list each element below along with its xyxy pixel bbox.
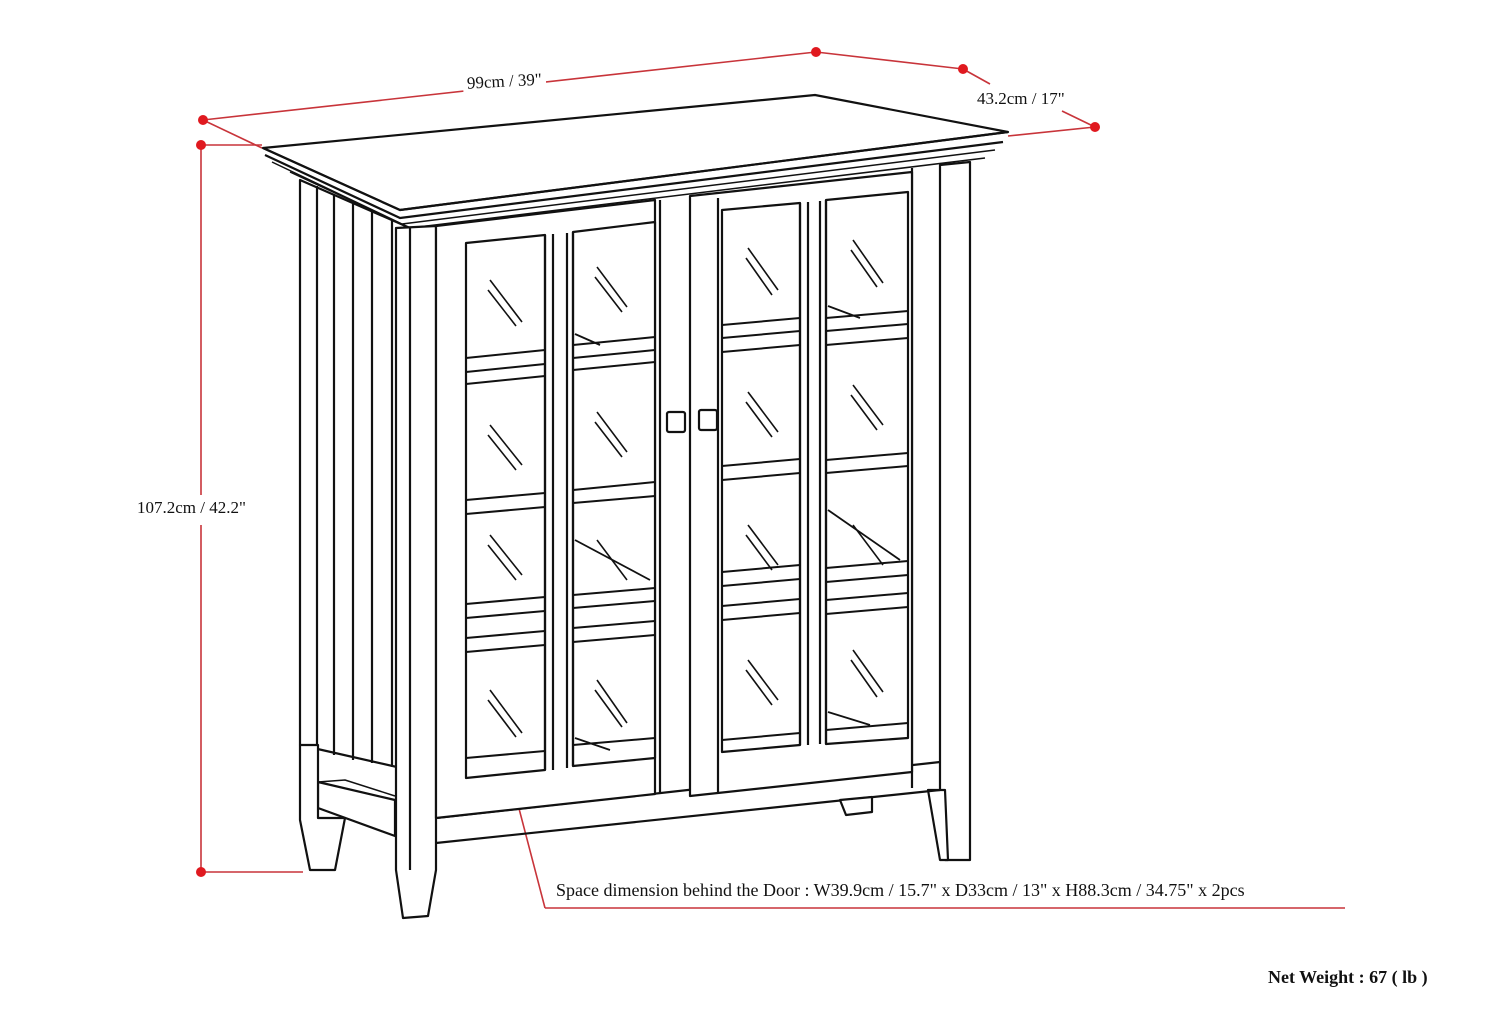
cabinet-lines — [261, 93, 1010, 920]
net-weight-label: Net Weight : 67 ( lb ) — [1268, 967, 1428, 987]
left-door-handle — [665, 410, 687, 434]
height-dimension-label: 107.2cm / 42.2" — [135, 498, 248, 518]
right-door-handle — [697, 408, 719, 432]
depth-dimension-label: 43.2cm / 17" — [975, 89, 1067, 109]
space-behind-door-label: Space dimension behind the Door : W39.9c… — [556, 880, 1245, 900]
